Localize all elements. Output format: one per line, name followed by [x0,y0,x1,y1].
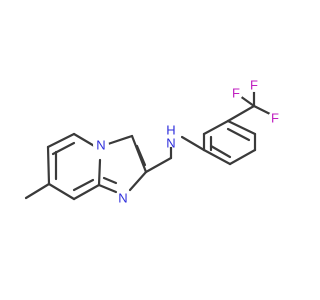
atom-label-f1: F [250,78,258,93]
bond-c7-c6ring [46,145,51,186]
bond-c8-c7 [47,182,76,201]
atom-f1: F [247,78,261,93]
bond-c2-n1 [128,170,148,192]
bond-c5-c6 [46,132,76,149]
bond-cf3-f3 [238,94,256,108]
bond-c7-methyl [24,182,51,200]
atom-f2: F [268,111,282,126]
atom-label-f2: F [271,111,279,126]
bond-ar1-ar6 [202,148,232,166]
atom-n-bridge: N [93,137,109,153]
bond-n4-c3 [106,134,134,146]
bond-c3-c2 [130,134,148,174]
atom-label-n-ring: N [118,191,127,206]
bond-nh-aryl [180,135,206,152]
bond-c8a-c8-double [72,178,95,192]
bond-c3-c2-double [135,144,147,167]
atom-nh: H N [161,123,181,151]
bond-n4-c8a [97,158,102,187]
bond-ar1-ar6-double [209,144,232,159]
bond-ar3-ar4 [226,119,257,136]
bond-n1-c8a-double [102,176,118,185]
bond-n1-c8a [97,183,118,194]
bond-c6-n4 [72,132,98,149]
bond-ar3-cf3 [226,104,256,123]
bond-ar2-ar3 [202,119,230,136]
atom-label-n-amine: N [166,136,175,151]
atom-label-n-bridge: N [96,138,105,153]
bond-c8a-c8 [72,183,101,201]
molecule-structure: N N H N F F F [24,77,282,206]
atom-f3: F [229,86,243,101]
bond-ar5-ar6 [228,148,257,166]
atom-label-f3: F [232,86,240,101]
bond-cf3-f2 [252,104,272,116]
bond-ar3-ar4-double [226,127,251,142]
atom-label-h: H [166,123,175,138]
bond-c2-ch2 [144,156,173,174]
atom-n-ring: N [115,190,131,206]
